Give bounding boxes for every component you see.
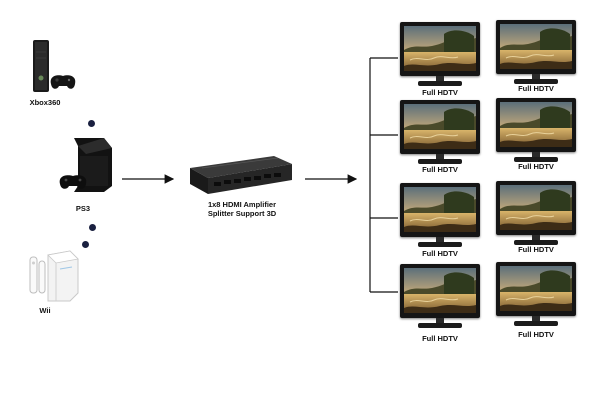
hdtv-display: [400, 22, 480, 90]
connector-dot: [88, 120, 95, 127]
tv-screen-landscape: [404, 26, 476, 71]
wii-label: Wii: [39, 306, 51, 315]
tv-stand: [514, 321, 558, 326]
hdtv-display: [496, 262, 576, 330]
splitter-label-line1: 1x8 HDMI Amplifier: [207, 200, 277, 209]
tv-frame: [496, 98, 576, 152]
hdmi-splitter-device-icon: [190, 156, 292, 194]
tv-stand: [514, 157, 558, 162]
connector-dot: [89, 224, 96, 231]
hdtv-display: [496, 181, 576, 249]
tv-screen-landscape: [500, 266, 572, 311]
tv-screen-landscape: [404, 104, 476, 149]
tv-stand: [418, 323, 462, 328]
hdtv-display: [400, 183, 480, 251]
tv-frame: [400, 22, 480, 76]
connector-dot: [82, 241, 89, 248]
ps3-console-icon: [59, 138, 112, 192]
hdtv-label: Full HDTV: [422, 334, 458, 343]
tv-stand: [418, 242, 462, 247]
tv-frame: [400, 264, 480, 318]
hdtv-label: Full HDTV: [518, 245, 554, 254]
hdtv-display: [400, 100, 480, 168]
wii-console-icon: [29, 250, 79, 302]
tv-frame: [400, 183, 480, 237]
tv-screen-landscape: [404, 268, 476, 313]
tv-screen-landscape: [500, 185, 572, 230]
tv-screen-landscape: [500, 102, 572, 147]
tv-frame: [496, 262, 576, 316]
tv-stand: [514, 240, 558, 245]
tv-frame: [496, 181, 576, 235]
ps3-label: PS3: [75, 204, 91, 213]
hdtv-display: [496, 20, 576, 88]
tv-stand: [418, 81, 462, 86]
hdtv-label: Full HDTV: [422, 88, 458, 97]
tv-screen-landscape: [404, 187, 476, 232]
xbox360-label: Xbox360: [29, 98, 61, 107]
tv-frame: [400, 100, 480, 154]
tv-frame: [496, 20, 576, 74]
xbox360-console-icon: [33, 40, 76, 92]
hdtv-label: Full HDTV: [518, 162, 554, 171]
tv-screen-landscape: [500, 24, 572, 69]
hdtv-label: Full HDTV: [422, 249, 458, 258]
tv-stand: [514, 79, 558, 84]
hdtv-display: [496, 98, 576, 166]
hdtv-label: Full HDTV: [518, 84, 554, 93]
hdtv-label: Full HDTV: [422, 165, 458, 174]
hdtv-label: Full HDTV: [518, 330, 554, 339]
hdtv-display: [400, 264, 480, 332]
splitter-label-line2: Splitter Support 3D: [207, 209, 277, 218]
tv-stand: [418, 159, 462, 164]
